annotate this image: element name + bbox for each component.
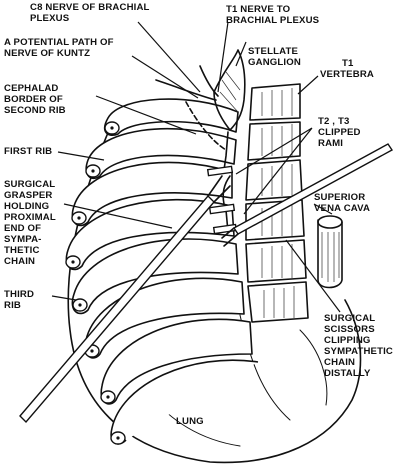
surgical-grasper (19, 175, 231, 424)
label-t1-vertebra-line2: VERTEBRA (320, 69, 374, 80)
label-grasper-line8: CHAIN (4, 256, 35, 267)
sympathetic-chain (155, 49, 246, 233)
label-t1-nerve-line2: BRACHIAL PLEXUS (226, 15, 320, 26)
label-c8-nerve-line1: C8 NERVE OF BRACHIAL (30, 2, 150, 13)
label-svc-line2: VENA CAVA (314, 203, 370, 214)
label-scissors-line4: SYMPATHETIC (324, 346, 393, 357)
label-grasper-line7: THETIC (4, 245, 40, 256)
label-cephalad-line1: CEPHALAD (4, 83, 59, 94)
label-first-rib: FIRST RIB (4, 146, 52, 157)
label-third-rib-line2: RIB (4, 300, 21, 311)
label-grasper-line5: END OF (4, 223, 41, 234)
label-lung: LUNG (176, 416, 204, 427)
superior-vena-cava (317, 215, 343, 289)
label-scissors-line1: SURGICAL (324, 313, 375, 324)
label-grasper-line2: GRASPER (4, 190, 53, 201)
label-clipped-rami-line1: T2 , T3 (318, 116, 349, 127)
label-stellate-line2: GANGLION (248, 57, 301, 68)
label-scissors-line2: SCISSORS (324, 324, 375, 335)
label-scissors-line3: CLIPPING (324, 335, 371, 346)
label-scissors-line5: CHAIN (324, 357, 355, 368)
label-svc-line1: SUPERIOR (314, 192, 365, 203)
label-cephalad-line3: SECOND RIB (4, 105, 66, 116)
label-grasper-line3: HOLDING (4, 201, 49, 212)
surgical-clips (206, 165, 238, 235)
label-stellate-line1: STELLATE (248, 46, 299, 57)
label-t1-vertebra-line1: T1 (342, 58, 354, 69)
label-grasper-line6: SYMPA- (4, 234, 42, 245)
label-scissors-line6: DISTALLY (324, 368, 371, 379)
label-clipped-rami-line2: CLIPPED (318, 127, 361, 138)
labels: C8 NERVE OF BRACHIAL PLEXUS T1 NERVE TO … (4, 2, 393, 427)
label-third-rib-line1: THIRD (4, 289, 34, 300)
leader-lines (51, 21, 341, 313)
label-c8-nerve-line2: PLEXUS (30, 13, 70, 24)
label-kuntz-line2: NERVE OF KUNTZ (4, 48, 90, 59)
label-cephalad-line2: BORDER OF (4, 94, 63, 105)
rib-cage (65, 98, 259, 445)
label-clipped-rami-line3: RAMI (318, 138, 343, 149)
label-grasper-line4: PROXIMAL (4, 212, 56, 223)
surgical-scissors (221, 143, 394, 247)
label-grasper-line1: SURGICAL (4, 179, 55, 190)
label-kuntz-line1: A POTENTIAL PATH OF (4, 37, 114, 48)
vertebral-column (245, 83, 309, 323)
label-t1-nerve-line1: T1 NERVE TO (226, 4, 291, 15)
